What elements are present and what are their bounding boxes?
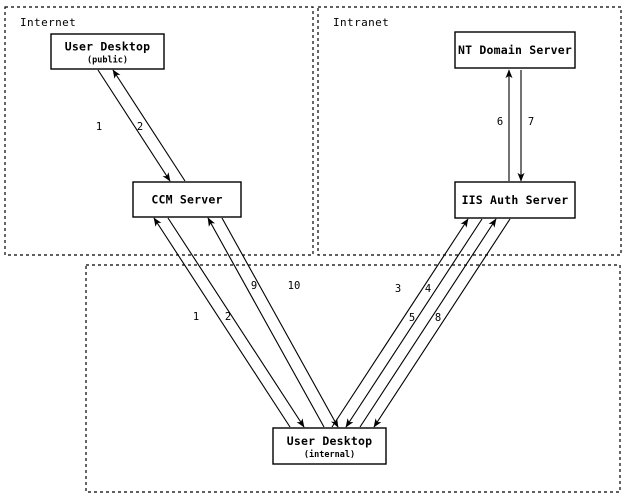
node-title-user-desktop-internal: User Desktop <box>287 434 372 448</box>
node-title-iis-auth-server: IIS Auth Server <box>462 193 569 207</box>
flow-line-step-3-user-desktop-internal-to-iis-auth-server <box>331 218 469 428</box>
flow-step-label-1-user-desktop-internal: 1 <box>193 311 199 323</box>
node-box-nt-domain-server <box>454 31 576 69</box>
flow-step-label-3-user-desktop-internal: 3 <box>395 283 401 295</box>
flow-line-step-2-ccm-server-to-user-desktop-public <box>112 69 186 182</box>
node-subtitle-user-desktop-internal: (internal) <box>304 449 355 460</box>
node-ccm-server[interactable]: CCM Server <box>132 181 242 218</box>
flow-step-label-2-ccm-server: 2 <box>137 121 143 133</box>
node-title-nt-domain-server: NT Domain Server <box>458 43 572 57</box>
flow-step-label-7-nt-domain-server: 7 <box>528 116 534 128</box>
node-box-user-desktop-internal <box>272 427 387 465</box>
flow-line-step-1-user-desktop-public-to-ccm-server <box>97 69 171 182</box>
flow-step-label-4-iis-auth-server: 4 <box>425 283 431 295</box>
flow-line-step-2-ccm-server-to-user-desktop-internal <box>167 217 305 428</box>
flow-step-label-1-user-desktop-public: 1 <box>96 121 102 133</box>
flow-line-step-5-user-desktop-internal-to-iis-auth-server <box>359 218 497 428</box>
flow-line-step-10-user-desktop-internal-to-ccm-server <box>207 217 325 428</box>
zone-boundary-internal <box>85 264 621 493</box>
flow-line-step-9-ccm-server-to-user-desktop-internal <box>221 217 339 428</box>
node-box-user-desktop-public <box>50 33 165 70</box>
node-box-ccm-server <box>132 181 242 218</box>
flow-line-step-4-iis-auth-server-to-user-desktop-internal <box>345 218 483 428</box>
flow-step-label-9-ccm-server: 9 <box>251 280 257 292</box>
node-user-desktop-public[interactable]: User Desktop(public) <box>50 33 165 70</box>
flow-step-label-6-iis-auth-server: 6 <box>497 116 503 128</box>
node-title-user-desktop-public: User Desktop <box>65 40 150 54</box>
flow-step-label-5-user-desktop-internal: 5 <box>409 312 415 324</box>
flow-step-label-8-iis-auth-server: 8 <box>435 312 441 324</box>
node-iis-auth-server[interactable]: IIS Auth Server <box>454 181 576 219</box>
node-subtitle-user-desktop-public: (public) <box>87 55 128 66</box>
flow-line-step-8-iis-auth-server-to-user-desktop-internal <box>373 218 511 428</box>
zone-boundary-internet <box>4 6 314 256</box>
flow-line-step-1-user-desktop-internal-to-ccm-server <box>153 217 291 428</box>
zones-layer: Internet Intranet <box>4 6 622 493</box>
flows-layer <box>97 69 525 428</box>
flow-step-label-2-ccm-server: 2 <box>225 311 231 323</box>
node-box-iis-auth-server <box>454 181 576 219</box>
node-nt-domain-server[interactable]: NT Domain Server <box>454 31 576 69</box>
node-title-ccm-server: CCM Server <box>151 193 222 207</box>
flow-labels-layer: 1 2 1 2 9 10 3 4 5 8 6 7 <box>96 116 534 324</box>
zone-label-intranet: Intranet <box>333 16 389 29</box>
node-user-desktop-internal[interactable]: User Desktop(internal) <box>272 427 387 465</box>
flow-step-label-10-user-desktop-internal: 10 <box>288 280 301 292</box>
zone-boundary-intranet <box>317 6 622 256</box>
zone-label-internet: Internet <box>20 16 76 29</box>
